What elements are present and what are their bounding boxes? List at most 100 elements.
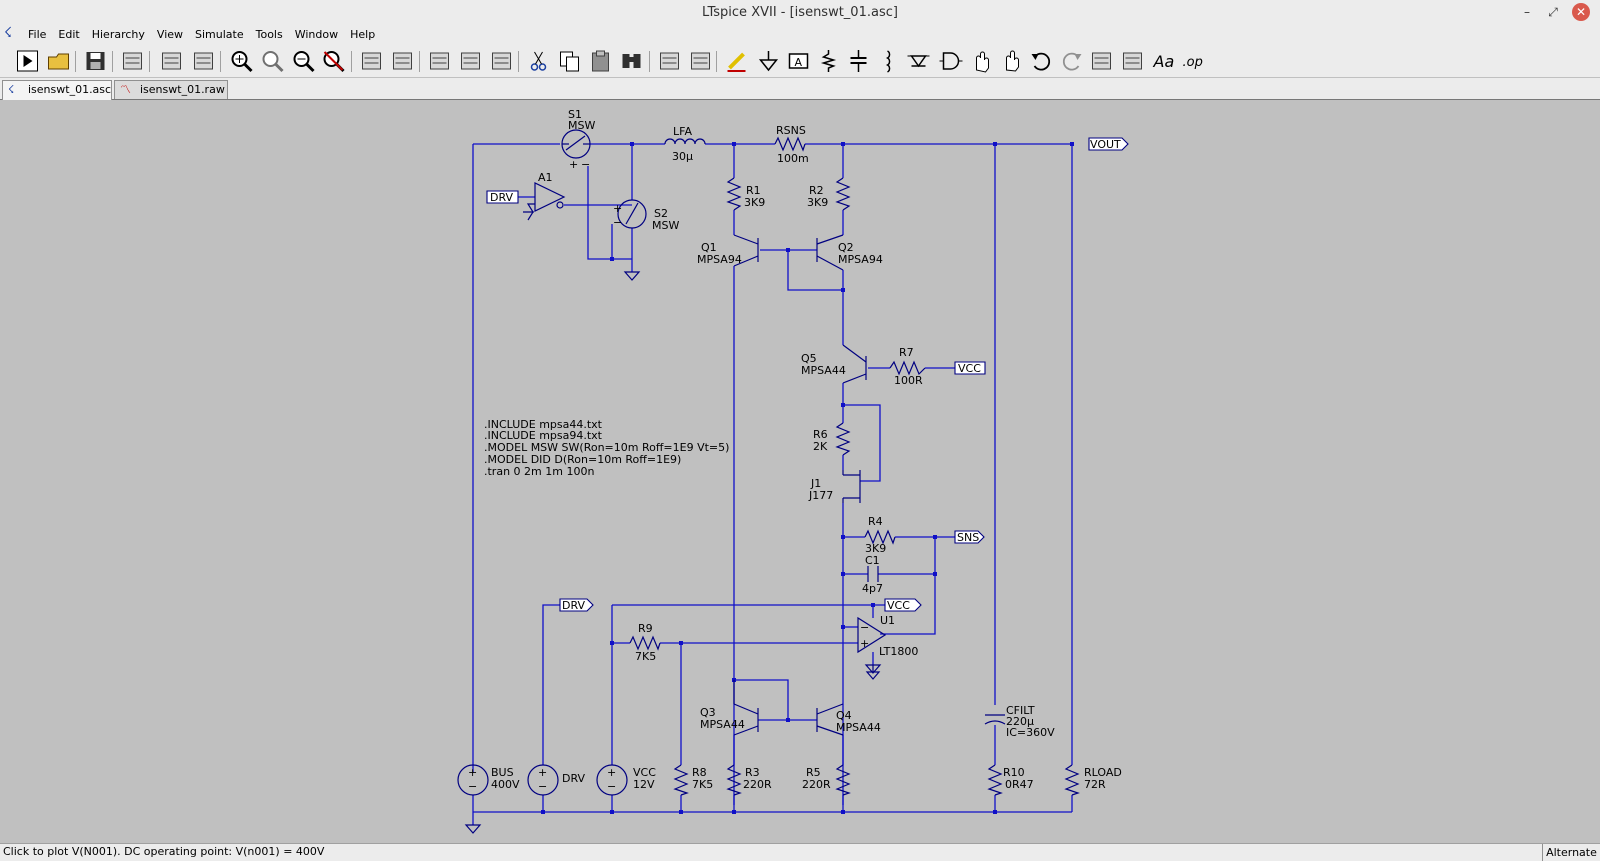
toolbar-separator [112,51,113,72]
source-vcc[interactable] [596,764,628,796]
control-panel-icon[interactable] [119,48,146,74]
spice-directive[interactable]: .INCLUDE mpsa94.txt [484,429,603,442]
inductor-lfa[interactable] [664,138,706,145]
menu-file[interactable]: File [28,28,47,41]
resistor-r10[interactable] [987,764,1003,796]
find-icon[interactable] [618,48,645,74]
mirror-icon[interactable] [1119,48,1146,74]
save-icon[interactable] [82,48,109,74]
resistor-r5[interactable] [835,764,851,796]
spice-directive[interactable]: .MODEL MSW SW(Ron=10m Roff=1E9 Vt=5) [484,441,729,454]
zoom-in-icon[interactable] [228,48,255,74]
pin-signs: + − + − + − + − + − − + [468,158,869,793]
resistor-rsns[interactable] [774,136,806,152]
diode-icon[interactable] [905,48,932,74]
halt-icon[interactable] [158,48,185,74]
zoom-cancel-icon[interactable] [320,48,347,74]
menu-edit[interactable]: Edit [58,28,80,41]
draw-wire-icon[interactable] [723,48,750,74]
menu-view[interactable]: View [156,28,184,41]
net-label-drv-source[interactable]: DRV [562,599,586,612]
print-setup-icon[interactable] [687,48,714,74]
maximize-button[interactable]: ⤢ [1548,5,1558,19]
transistor-q5[interactable] [842,344,867,384]
redo-icon[interactable] [1058,48,1085,74]
resistor-icon[interactable] [815,48,842,74]
waveform-icon[interactable] [358,48,385,74]
component-icon[interactable] [937,48,964,74]
label-rload-value: 72R [1084,778,1106,791]
run-icon[interactable] [14,48,41,74]
capacitor-c1[interactable] [867,566,879,582]
inductor-icon[interactable] [875,48,902,74]
copy-icon[interactable] [556,48,583,74]
close-button[interactable]: ✕ [1572,3,1590,21]
cascade-icon[interactable] [457,48,484,74]
opamp-u1[interactable] [857,616,887,680]
net-label-sns[interactable]: SNS [957,531,979,544]
spice-directive[interactable]: .tran 0 2m 1m 100n [484,465,594,478]
menu-simulate[interactable]: Simulate [195,28,244,41]
svg-text:Aa: Aa [1153,52,1175,71]
tab-waveform[interactable]: 〽 isenswt_01.raw [114,80,228,99]
print-icon[interactable] [656,48,683,74]
resistor-r2[interactable] [835,177,851,211]
source-drv[interactable] [527,764,559,796]
close-all-icon[interactable] [488,48,515,74]
net-label-drv-input[interactable]: DRV [490,191,514,204]
transistor-q4[interactable] [816,703,844,736]
switch-s2[interactable] [617,199,647,229]
resistor-rload[interactable] [1064,764,1080,796]
tile-icon[interactable] [426,48,453,74]
transistor-q1[interactable] [733,234,759,267]
rotate-icon[interactable] [1088,48,1115,74]
toolbar-separator [716,51,717,72]
net-label-vout[interactable]: VOUT [1090,138,1121,151]
resistor-r8[interactable] [673,764,689,796]
cut-icon[interactable] [525,48,552,74]
resistor-r3[interactable] [726,764,742,796]
drag-icon[interactable] [998,48,1025,74]
pause-icon[interactable] [190,48,217,74]
switch-s1[interactable] [561,129,591,159]
schematic-drawing[interactable]: + − + − + − + − + − − + VOUT DRV VCC SNS… [0,100,1600,841]
text-icon[interactable]: Aa [1150,48,1177,74]
transistor-q3[interactable] [733,680,759,736]
source-bus[interactable] [457,764,489,796]
menu-hierarchy[interactable]: Hierarchy [91,28,145,41]
netlist-icon[interactable] [389,48,416,74]
zoom-fit-icon[interactable] [259,48,286,74]
undo-icon[interactable] [1028,48,1055,74]
resistor-r7[interactable] [889,360,926,376]
move-icon[interactable] [967,48,994,74]
menu-help[interactable]: Help [350,28,376,41]
ground-icon[interactable] [755,48,782,74]
label-net-icon[interactable]: A [785,48,812,74]
spice-directive[interactable]: .INCLUDE mpsa44.txt [484,418,603,431]
net-label-vcc-u1[interactable]: VCC [887,599,910,612]
zoom-out-icon[interactable] [290,48,317,74]
spice-directive[interactable]: .MODEL DID D(Ron=10m Roff=1E9) [484,453,681,466]
resistor-r1[interactable] [726,177,742,211]
resistor-r6[interactable] [835,422,851,456]
open-icon[interactable] [45,48,72,74]
menu-bar: ☇ File Edit Hierarchy View Simulate Tool… [0,25,1600,65]
drv-plus-sign: + [538,766,547,779]
menu-tools[interactable]: Tools [255,28,283,41]
document-tabs: ☇ isenswt_01.asc 〽 isenswt_01.raw [0,78,1600,100]
amplifier-a1[interactable] [523,182,566,221]
schematic-canvas[interactable]: + − + − + − + − + − − + VOUT DRV VCC SNS… [0,100,1600,841]
resistor-r4[interactable] [864,529,896,545]
resistor-r9[interactable] [629,635,661,651]
menu-window[interactable]: Window [294,28,339,41]
capacitor-cfilt[interactable] [984,714,1006,725]
tab-schematic[interactable]: ☇ isenswt_01.asc [2,80,112,100]
ltspice-app-icon[interactable]: ☇ [4,25,13,41]
capacitor-icon[interactable] [845,48,872,74]
minimize-button[interactable]: – [1524,5,1530,19]
net-label-vcc-q5[interactable]: VCC [958,362,981,375]
paste-icon[interactable] [587,48,614,74]
jfet-j1[interactable] [842,470,861,503]
transistor-q2[interactable] [816,234,844,271]
spice-directive-icon[interactable]: .op [1180,48,1207,74]
